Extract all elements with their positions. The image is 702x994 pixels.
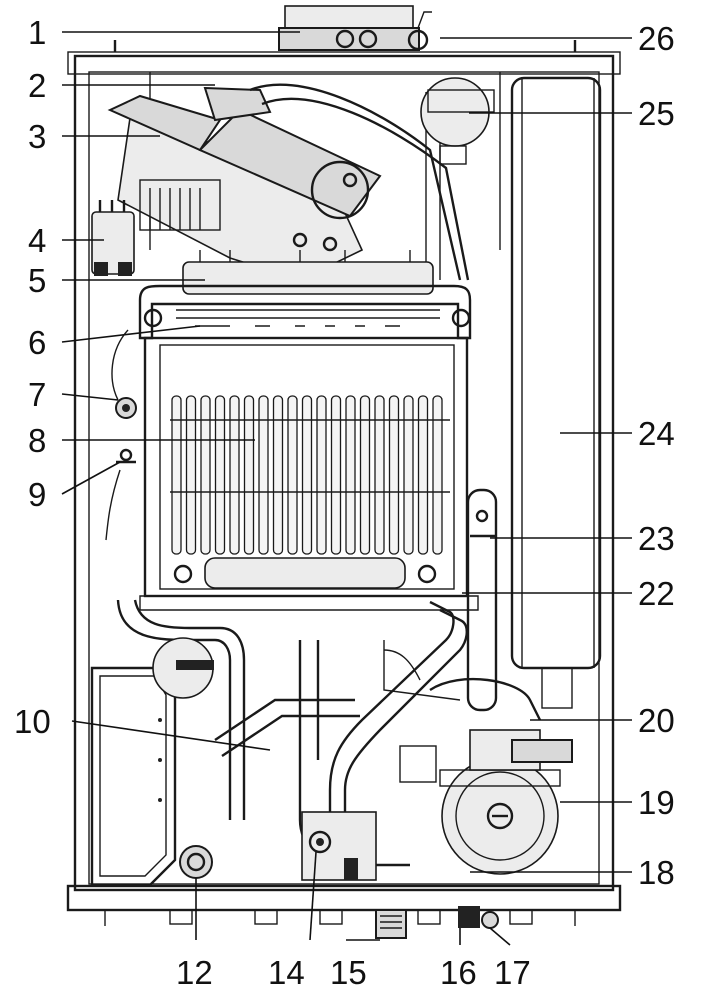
label-8: 8 [28, 422, 46, 459]
heat-exchanger-fin [185, 395, 197, 555]
heat-exchanger-fin [258, 395, 269, 555]
heat-exchanger-fin [214, 395, 226, 555]
label-9: 9 [28, 476, 46, 513]
pipework [116, 599, 468, 867]
heat-exchanger-fin [345, 395, 356, 555]
heat-exchanger-fin [272, 395, 284, 555]
label-22: 22 [638, 575, 675, 612]
label-10: 10 [14, 703, 51, 740]
label-23: 23 [638, 520, 675, 557]
leader-lines [61, 31, 632, 946]
label-6: 6 [28, 324, 46, 361]
diverter-valve [179, 811, 377, 881]
label-7: 7 [28, 376, 46, 413]
expansion-vessel [510, 76, 602, 709]
part-labels: 1 2 3 4 5 6 7 8 9 10 12 14 15 16 17 18 1… [14, 14, 675, 991]
label-19: 19 [638, 784, 675, 821]
heat-exchanger-fin [287, 395, 298, 555]
heat-exchanger-fin [417, 395, 429, 555]
heat-exchanger-fin [330, 395, 342, 555]
label-24: 24 [638, 415, 675, 452]
heat-exchanger-fin [432, 395, 443, 555]
heat-exchanger-fin [316, 395, 327, 555]
label-5: 5 [28, 262, 46, 299]
heat-exchanger-fin [388, 395, 400, 555]
label-20: 20 [638, 702, 675, 739]
heat-exchanger-fin [359, 395, 371, 555]
right-sensor [466, 488, 498, 712]
control-housing [90, 637, 214, 887]
label-3: 3 [28, 118, 46, 155]
label-18: 18 [638, 854, 675, 891]
ignition-unit [91, 200, 135, 276]
heat-exchanger-fin [403, 395, 414, 555]
label-25: 25 [638, 95, 675, 132]
heat-exchanger-fin [243, 395, 255, 555]
label-17: 17 [494, 954, 531, 991]
circulation-pump [399, 677, 573, 875]
label-1: 1 [28, 14, 46, 51]
fan-assembly [107, 83, 470, 281]
heat-exchanger-fin [200, 395, 211, 555]
heat-exchanger [139, 336, 479, 611]
left-sensors [105, 329, 137, 541]
flue-outlet [278, 5, 432, 51]
label-26: 26 [638, 20, 675, 57]
heat-exchanger-fin [374, 395, 385, 555]
label-12: 12 [176, 954, 213, 991]
heat-exchanger-fin [171, 395, 182, 555]
label-14: 14 [268, 954, 305, 991]
label-4: 4 [28, 222, 46, 259]
label-2: 2 [28, 67, 46, 104]
heat-exchanger-fin [229, 395, 240, 555]
label-16: 16 [440, 954, 477, 991]
label-15: 15 [330, 954, 367, 991]
combustion-chamber [138, 250, 472, 340]
air-pressure-switch [420, 77, 495, 165]
heat-exchanger-fin [301, 395, 313, 555]
